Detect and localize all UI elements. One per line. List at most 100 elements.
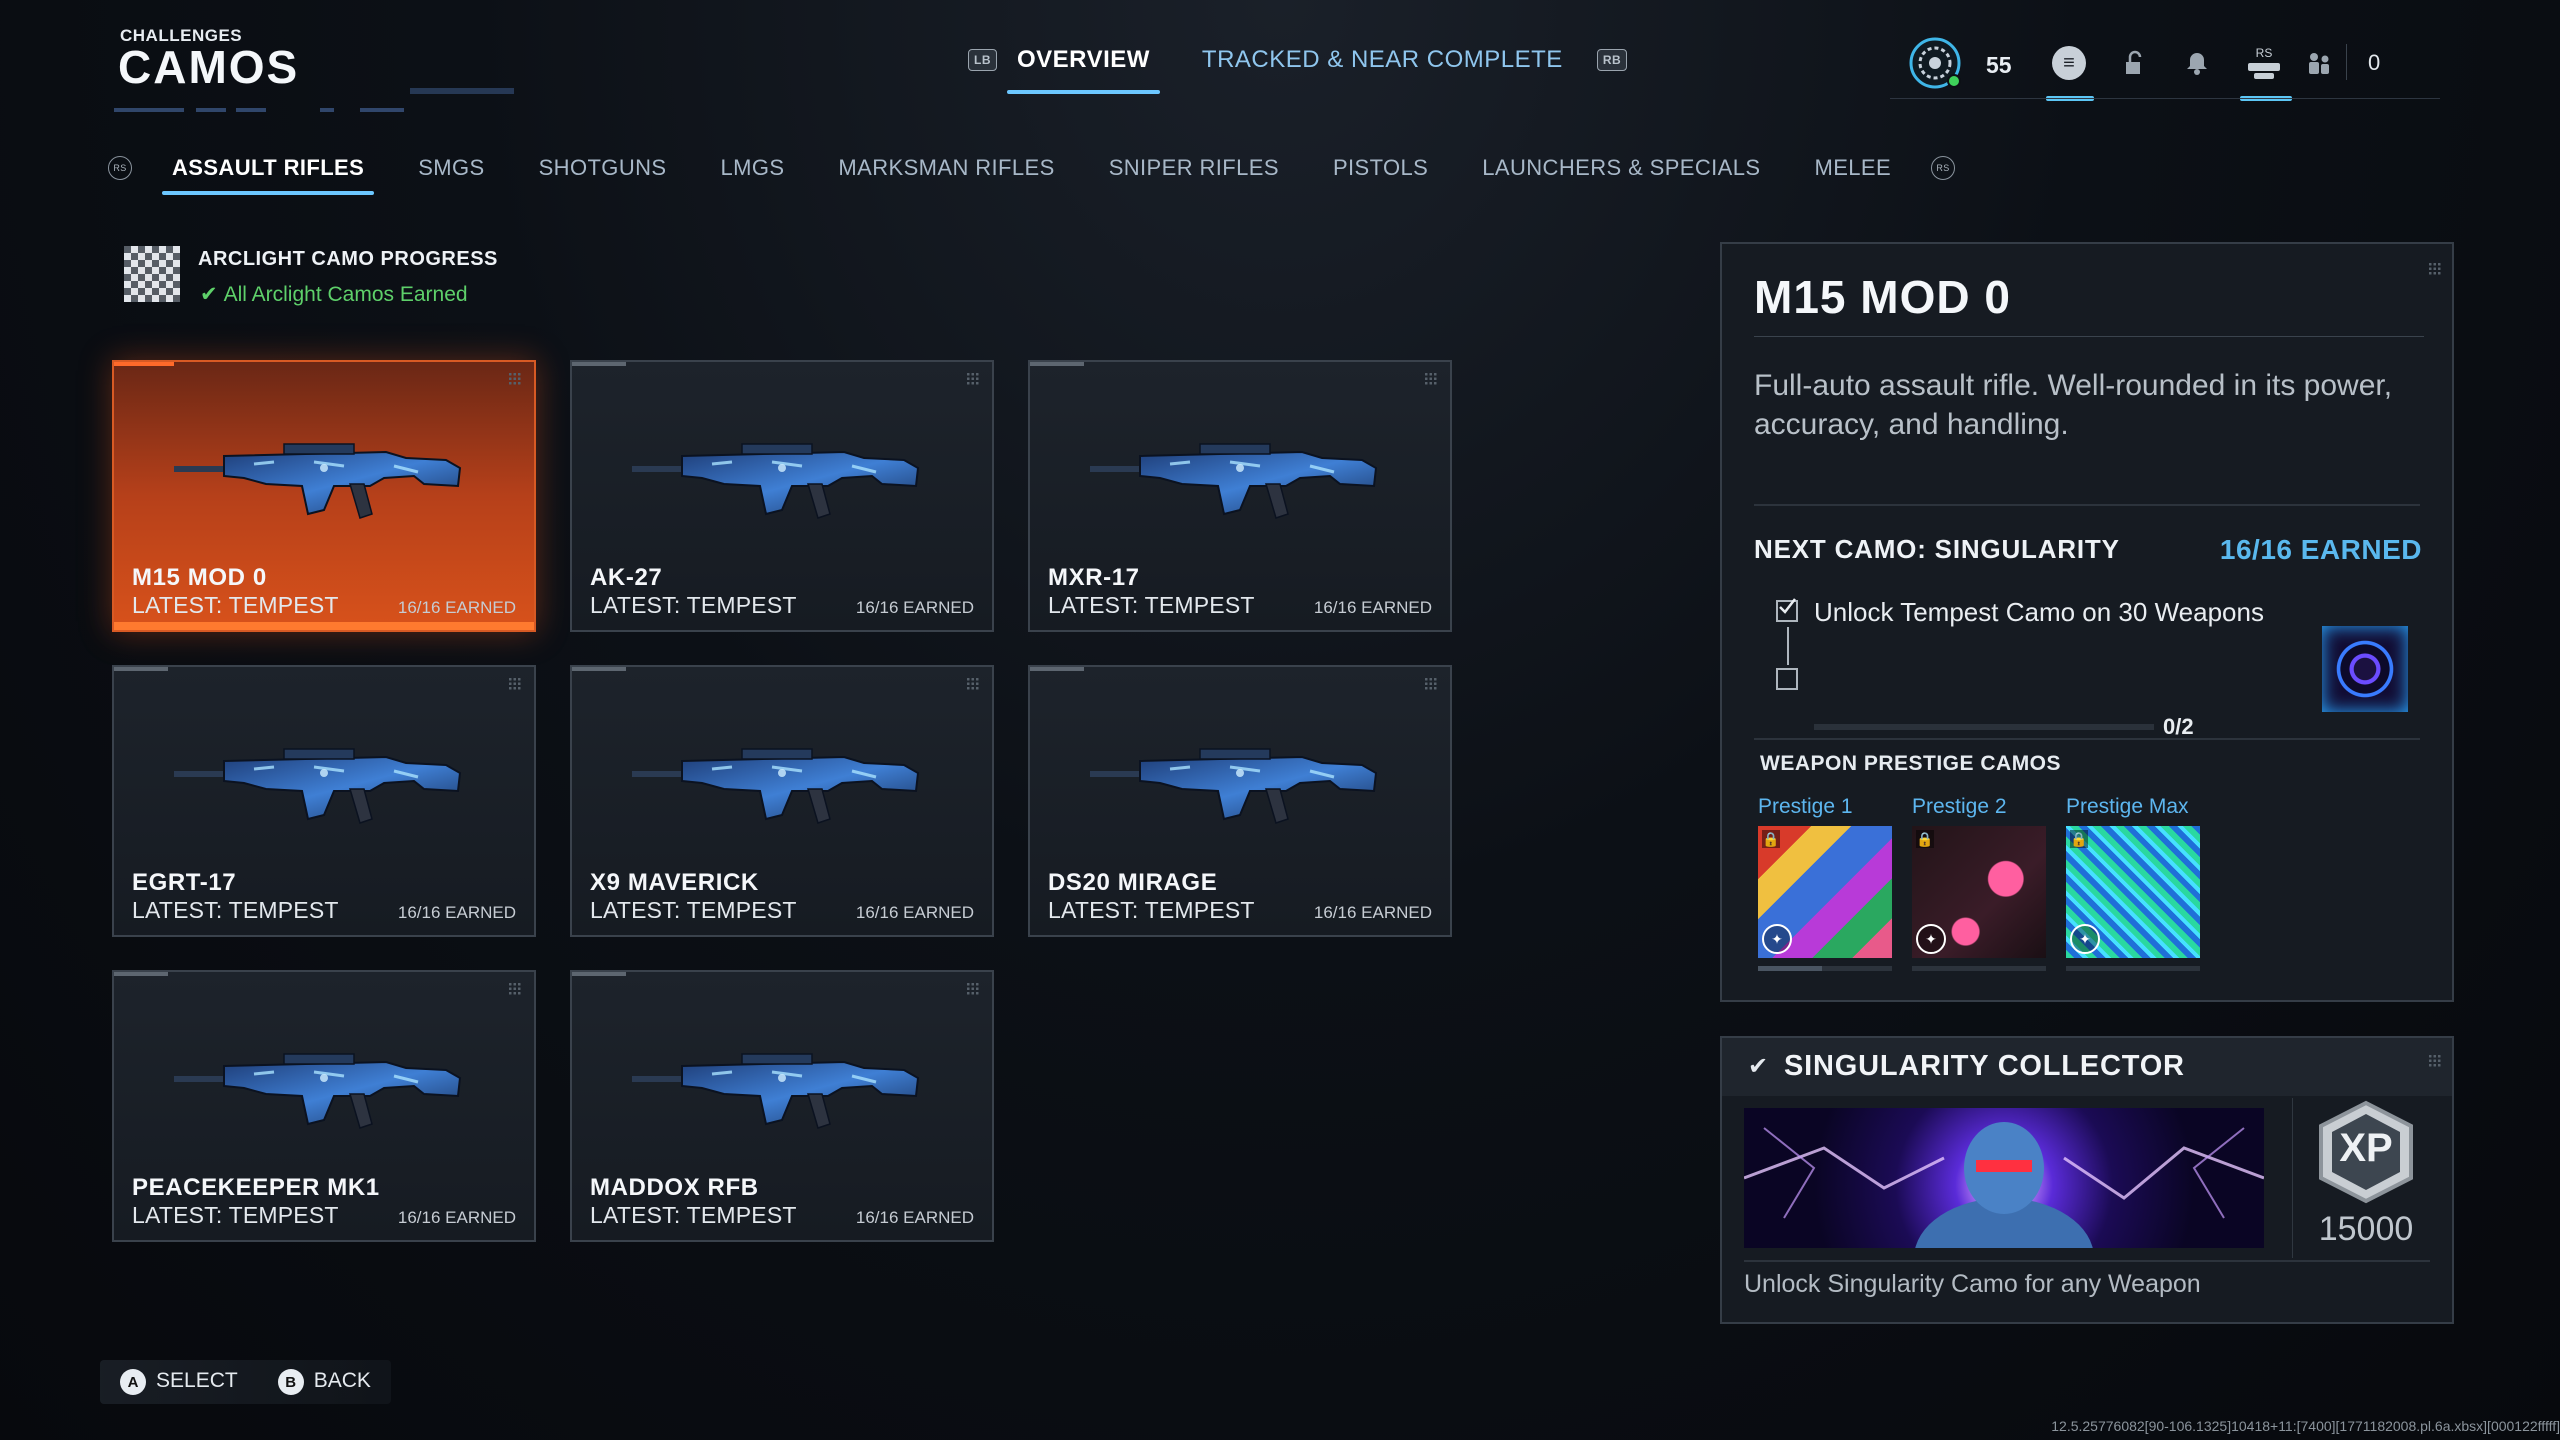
party-members-icon[interactable] bbox=[2302, 46, 2336, 80]
top-nav: LB OVERVIEW TRACKED & NEAR COMPLETE RB bbox=[968, 46, 1628, 94]
selected-indicator bbox=[114, 622, 534, 630]
tab-launchers-specials[interactable]: LAUNCHERS & SPECIALS bbox=[1482, 155, 1761, 180]
prestige-max-progress bbox=[2066, 966, 2200, 971]
weapon-earned-count: 16/16 EARNED bbox=[1313, 598, 1432, 617]
tab-tracked-near-complete[interactable]: TRACKED & NEAR COMPLETE bbox=[1201, 46, 1563, 73]
divider bbox=[1754, 336, 2424, 337]
weapon-latest-camo: LATEST: TEMPEST bbox=[132, 592, 339, 618]
tab-marksman-rifles[interactable]: MARKSMAN RIFLES bbox=[838, 155, 1055, 180]
grip-dots-icon bbox=[508, 677, 522, 691]
weapon-card-egrt-17[interactable]: EGRT-17 LATEST: TEMPEST 16/16 EARNED bbox=[112, 665, 536, 937]
prestige-1-label: Prestige 1 bbox=[1758, 795, 1853, 818]
weapon-rifle-icon bbox=[1090, 748, 1378, 824]
tab-lmgs[interactable]: LMGS bbox=[720, 155, 785, 180]
weapon-card-mxr-17[interactable]: MXR-17 LATEST: TEMPEST 16/16 EARNED bbox=[1028, 360, 1452, 632]
weapon-name: X9 MAVERICK bbox=[590, 869, 759, 896]
task-checkbox-checked bbox=[1776, 598, 1798, 622]
divider bbox=[2346, 44, 2347, 80]
right-bumper-icon[interactable]: RS bbox=[1931, 156, 1956, 180]
task-progress-text: 0/2 bbox=[2163, 714, 2194, 739]
weapon-earned-count: 16/16 EARNED bbox=[397, 1208, 516, 1227]
decor-bar bbox=[196, 108, 226, 112]
grip-dots-icon bbox=[966, 677, 980, 691]
weapon-rifle-icon bbox=[1090, 443, 1378, 519]
tab-melee[interactable]: MELEE bbox=[1814, 155, 1892, 180]
lb-button-icon[interactable]: LB bbox=[968, 49, 997, 71]
weapon-latest-camo: LATEST: TEMPEST bbox=[590, 1202, 797, 1228]
weapon-earned-count: 16/16 EARNED bbox=[855, 1208, 974, 1227]
collector-title: SINGULARITY COLLECTOR bbox=[1784, 1050, 2185, 1082]
prestige-emblem-icon: ✦ bbox=[2070, 924, 2100, 954]
player-level-emblem-icon[interactable] bbox=[1908, 36, 1962, 90]
weapon-latest-camo: LATEST: TEMPEST bbox=[590, 592, 797, 618]
breadcrumb-challenges: CHALLENGES bbox=[120, 26, 243, 45]
prestige-1-camo[interactable]: 🔒 ✦ bbox=[1758, 826, 1892, 958]
lock-icon: 🔒 bbox=[2070, 830, 2088, 848]
weapon-rifle-icon bbox=[632, 1053, 920, 1129]
prestige-2-camo[interactable]: 🔒 ✦ bbox=[1912, 826, 2046, 958]
tab-shotguns[interactable]: SHOTGUNS bbox=[538, 155, 667, 180]
build-version-string: 12.5.25776082[90-106.1325]10418+11:[7400… bbox=[2051, 1418, 2560, 1434]
collector-header bbox=[1722, 1038, 2452, 1096]
a-button-icon: A bbox=[120, 1369, 146, 1396]
prestige-max-camo[interactable]: 🔒 ✦ bbox=[2066, 826, 2200, 958]
topright-divider bbox=[1890, 98, 2440, 99]
checkmark-icon: ✔ bbox=[1748, 1053, 1769, 1080]
weapon-latest-camo: LATEST: TEMPEST bbox=[590, 897, 797, 923]
weapon-card-ak-27[interactable]: AK-27 LATEST: TEMPEST 16/16 EARNED bbox=[570, 360, 994, 632]
prestige-camos-heading: WEAPON PRESTIGE CAMOS bbox=[1760, 752, 2062, 775]
weapon-card-ds20-mirage[interactable]: DS20 MIRAGE LATEST: TEMPEST 16/16 EARNED bbox=[1028, 665, 1452, 937]
card-top-strip bbox=[572, 972, 626, 976]
weapon-card-maddox-rfb[interactable]: MADDOX RFB LATEST: TEMPEST 16/16 EARNED bbox=[570, 970, 994, 1242]
weapon-name: MXR-17 bbox=[1048, 564, 1140, 591]
singularity-camo-thumbnail bbox=[2322, 626, 2408, 712]
divider bbox=[1754, 504, 2420, 506]
weapon-card-m15-mod-0[interactable]: M15 MOD 0 LATEST: TEMPEST 16/16 EARNED bbox=[112, 360, 536, 632]
b-button-icon: B bbox=[277, 1369, 304, 1396]
prestige-max-label: Prestige Max bbox=[2066, 795, 2189, 818]
grip-dots-icon bbox=[966, 372, 980, 386]
grip-dots-icon bbox=[508, 372, 522, 386]
tab-sniper-rifles[interactable]: SNIPER RIFLES bbox=[1108, 155, 1279, 180]
lock-icon: 🔒 bbox=[1762, 830, 1780, 848]
grip-dots-icon bbox=[1424, 372, 1438, 386]
weapon-earned-count: 16/16 EARNED bbox=[397, 598, 516, 617]
arclight-progress-title: ARCLIGHT CAMO PROGRESS bbox=[198, 248, 498, 270]
prestige-2-label: Prestige 2 bbox=[1912, 795, 2007, 818]
collector-reward-art bbox=[1744, 1108, 2264, 1248]
tab-overview[interactable]: OVERVIEW bbox=[1007, 46, 1160, 94]
page-title: CAMOS bbox=[118, 41, 300, 93]
notification-bell-icon[interactable] bbox=[2180, 46, 2214, 80]
friends-online-count: 0 bbox=[2368, 50, 2381, 75]
unlock-icon[interactable] bbox=[2118, 46, 2152, 80]
arclight-status-text: All Arclight Camos Earned bbox=[223, 283, 468, 306]
left-bumper-icon[interactable]: RS bbox=[108, 156, 132, 180]
tab-pistols[interactable]: PISTOLS bbox=[1332, 155, 1429, 180]
collector-description: Unlock Singularity Camo for any Weapon bbox=[1744, 1270, 2201, 1298]
rs-social-icon[interactable]: RS bbox=[2242, 44, 2286, 84]
card-top-strip bbox=[114, 667, 168, 671]
weapon-rifle-icon bbox=[174, 1053, 462, 1129]
weapon-rifle-icon bbox=[632, 443, 920, 519]
weapon-card-x9-maverick[interactable]: X9 MAVERICK LATEST: TEMPEST 16/16 EARNED bbox=[570, 665, 994, 937]
grip-dots-icon bbox=[508, 982, 522, 996]
next-camo-title: NEXT CAMO: SINGULARITY bbox=[1754, 534, 2120, 564]
weapon-name: DS20 MIRAGE bbox=[1048, 869, 1218, 896]
rb-button-icon[interactable]: RB bbox=[1596, 49, 1628, 71]
weapon-rifle-icon bbox=[174, 748, 462, 824]
weapon-name: MADDOX RFB bbox=[590, 1174, 759, 1201]
tab-smgs[interactable]: SMGS bbox=[418, 155, 485, 180]
weapon-rifle-icon bbox=[174, 443, 462, 519]
decor-bar bbox=[114, 108, 184, 112]
weapon-card-peacekeeper-mk1[interactable]: PEACEKEEPER MK1 LATEST: TEMPEST 16/16 EA… bbox=[112, 970, 536, 1242]
xp-reward-value: 15000 bbox=[2318, 1210, 2414, 1248]
card-top-strip bbox=[1030, 667, 1084, 671]
task-connector bbox=[1787, 627, 1789, 665]
weapon-earned-count: 16/16 EARNED bbox=[855, 598, 974, 617]
menu-list-icon[interactable]: ≡ bbox=[2052, 46, 2086, 80]
tab-assault-rifles[interactable]: ASSAULT RIFLES bbox=[161, 155, 375, 195]
task-progress-bar bbox=[1814, 724, 2154, 730]
weapon-name: M15 MOD 0 bbox=[132, 564, 267, 591]
